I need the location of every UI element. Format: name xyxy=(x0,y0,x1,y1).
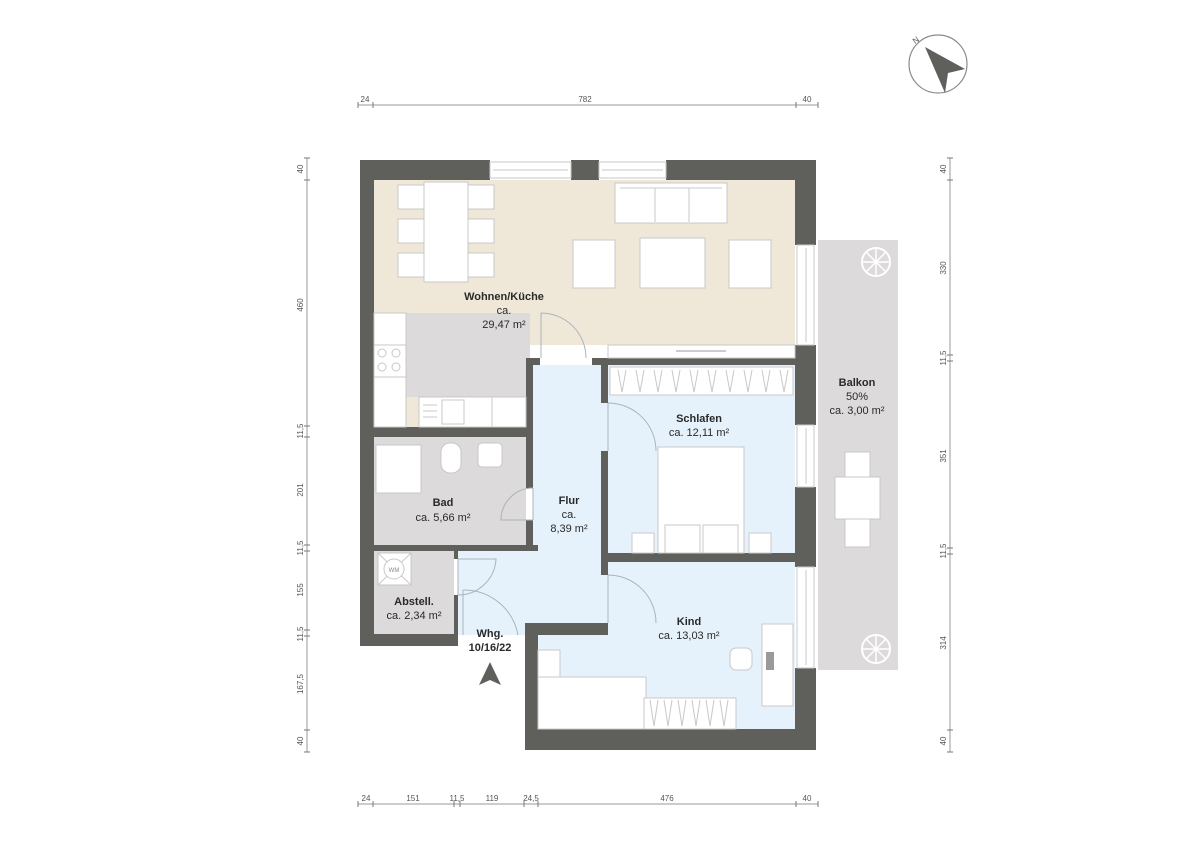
svg-text:WM: WM xyxy=(389,568,400,574)
room-name-flur: Flur xyxy=(559,495,580,507)
nightstand-right xyxy=(748,532,772,554)
svg-text:40: 40 xyxy=(803,95,812,104)
sink-icon xyxy=(441,399,465,425)
room-name-schlafen: Schlafen xyxy=(676,413,722,425)
svg-text:40: 40 xyxy=(939,736,948,745)
balcony-chair-bottom xyxy=(844,518,871,548)
balcony-table xyxy=(834,476,881,520)
dimensions-right: 40 330 11,5 351 11,5 314 40 xyxy=(939,157,953,753)
svg-text:151: 151 xyxy=(406,794,420,803)
svg-text:476: 476 xyxy=(660,794,674,803)
stove-icon xyxy=(373,344,407,378)
svg-text:201: 201 xyxy=(296,483,305,497)
svg-text:40: 40 xyxy=(296,164,305,173)
dining-table xyxy=(423,181,469,283)
wardrobe-schlafen xyxy=(609,366,794,396)
door-living xyxy=(540,312,587,359)
balcony-chair-top xyxy=(844,451,871,478)
kind-furniture xyxy=(537,623,794,730)
svg-text:330: 330 xyxy=(939,261,948,275)
dimensions-left: 40 460 11,5 201 11,5 155 11,5 167,5 40 xyxy=(296,157,310,753)
room-name-balkon: Balkon xyxy=(839,377,876,389)
double-bed xyxy=(631,446,772,554)
svg-text:40: 40 xyxy=(803,794,812,803)
shower-icon xyxy=(375,444,422,494)
armchair-right xyxy=(728,239,772,289)
entrance-arrow-icon xyxy=(479,662,501,685)
room-name-wohnen: Wohnen/Küche xyxy=(464,291,544,303)
unit-label: Whg. xyxy=(477,628,504,640)
plant-icon-bottom xyxy=(861,634,891,664)
svg-text:24,5: 24,5 xyxy=(523,794,539,803)
door-entrance xyxy=(462,589,519,636)
svg-text:40: 40 xyxy=(939,164,948,173)
svg-text:11,5: 11,5 xyxy=(296,423,305,439)
dining-set xyxy=(397,181,495,283)
compass-north-label: N xyxy=(911,35,921,46)
svg-text:11,5: 11,5 xyxy=(939,543,948,559)
dimensions-top: 24 782 40 xyxy=(357,95,819,108)
svg-text:11,5: 11,5 xyxy=(296,626,305,642)
svg-text:460: 460 xyxy=(296,298,305,312)
door-abstell xyxy=(457,558,497,596)
door-bad xyxy=(500,487,534,521)
washing-machine-icon xyxy=(383,558,405,580)
svg-text:351: 351 xyxy=(939,449,948,463)
kitchen-counter xyxy=(373,312,527,428)
room-area-bad: ca. 5,66 m² xyxy=(415,512,470,524)
door-kind xyxy=(607,574,657,624)
plant-icon-top xyxy=(861,247,891,277)
room-name-abstell: Abstell. xyxy=(394,596,434,608)
laptop-icon xyxy=(766,652,774,670)
room-area-schlafen: ca. 12,11 m² xyxy=(669,427,730,439)
single-bed xyxy=(537,676,647,730)
shelf xyxy=(537,649,561,678)
kitchen-island xyxy=(406,313,530,397)
nightstand-left xyxy=(631,532,655,554)
room-area-balkon: ca. 3,00 m² xyxy=(829,405,884,417)
room-share-balkon: 50% xyxy=(846,391,868,403)
room-name-kind: Kind xyxy=(677,616,701,628)
compass-ring xyxy=(908,34,968,94)
balcony-furniture xyxy=(834,247,891,664)
room-labels: Wohnen/Küche ca. 29,47 m² Schlafen ca. 1… xyxy=(386,291,884,654)
bath-fixtures xyxy=(375,442,503,494)
dimensions-bottom: 24 151 11,5 119 24,5 476 40 xyxy=(357,794,819,807)
room-area-flur-1: ca. xyxy=(562,509,577,521)
windows xyxy=(489,161,815,669)
unit-number: 10/16/22 xyxy=(469,642,512,654)
north-arrow-icon xyxy=(925,47,965,93)
svg-text:11,5: 11,5 xyxy=(450,794,466,803)
room-area-wohnen-2: 29,47 m² xyxy=(482,319,526,331)
svg-text:782: 782 xyxy=(578,95,592,104)
armchair-left xyxy=(572,239,616,289)
svg-text:167,5: 167,5 xyxy=(296,673,305,694)
svg-text:11,5: 11,5 xyxy=(939,350,948,366)
washing-machine: WM xyxy=(377,552,412,586)
room-name-bad: Bad xyxy=(433,497,454,509)
room-area-kind: ca. 13,03 m² xyxy=(658,630,719,642)
desk-chair xyxy=(729,647,753,671)
toilet-icon xyxy=(440,442,462,474)
sofa xyxy=(614,182,728,224)
walls xyxy=(360,160,816,750)
washbasin-icon xyxy=(477,442,503,468)
svg-text:119: 119 xyxy=(486,794,499,803)
svg-text:11,5: 11,5 xyxy=(296,540,305,556)
door-schlafen xyxy=(607,402,657,452)
room-area-flur-2: 8,39 m² xyxy=(550,523,588,535)
room-area-wohnen-1: ca. xyxy=(497,305,512,317)
doors xyxy=(457,312,657,636)
svg-text:155: 155 xyxy=(296,583,305,597)
room-area-abstell: ca. 2,34 m² xyxy=(386,610,441,622)
svg-text:314: 314 xyxy=(939,636,948,650)
svg-text:24: 24 xyxy=(361,95,370,104)
compass: N xyxy=(908,34,968,94)
svg-text:40: 40 xyxy=(296,736,305,745)
svg-text:24: 24 xyxy=(362,794,371,803)
coffee-table xyxy=(639,237,706,289)
